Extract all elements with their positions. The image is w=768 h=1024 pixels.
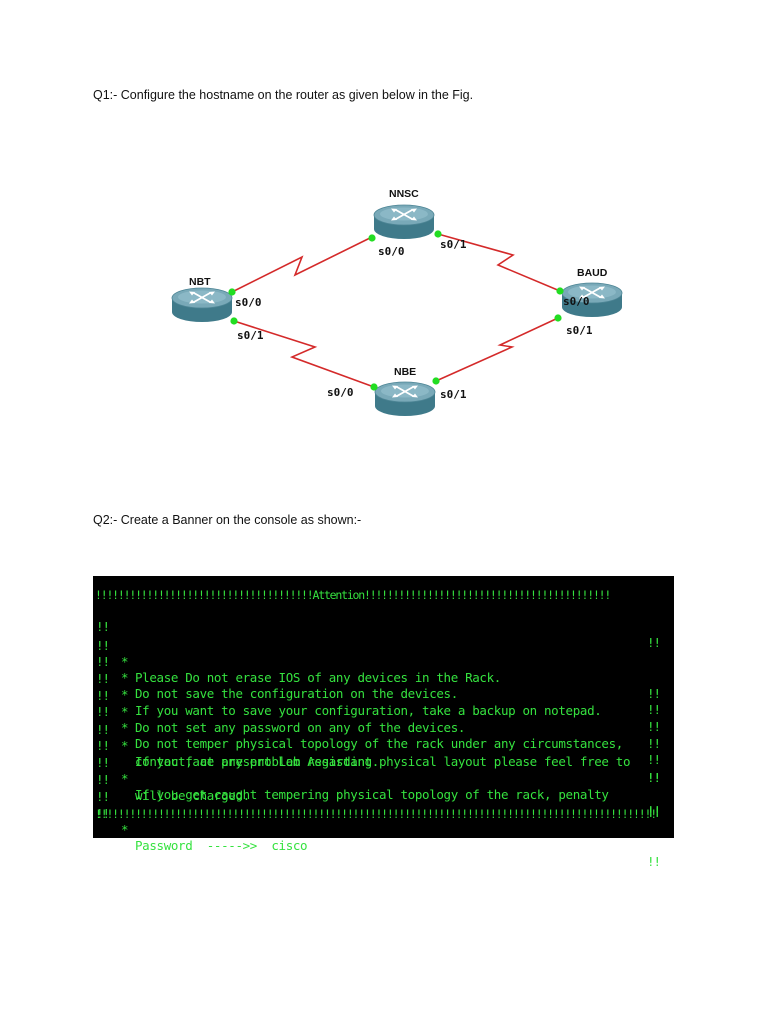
router-label-nbe: NBE: [394, 366, 416, 378]
port-dot-nnsc-s00: [368, 234, 376, 242]
router-nbe-icon[interactable]: [374, 381, 436, 417]
banner-side-left: !!: [96, 619, 110, 634]
port-label-nnsc-s01: s0/1: [440, 238, 467, 251]
banner-line-9: !! will be charged. !!: [93, 756, 674, 819]
banner-bullet: *: [121, 771, 129, 786]
port-label-baud-s01: s0/1: [566, 324, 593, 337]
port-dot-nbe-s01: [432, 377, 440, 385]
router-nnsc-icon[interactable]: [373, 204, 435, 240]
banner-side-left: !!: [96, 671, 110, 686]
banner-line-8: !! * If you get caught tempering physica…: [93, 739, 674, 818]
banner-line-text: Please Do not erase IOS of any devices i…: [135, 670, 501, 685]
banner-password-line: !! * Password ----->> cisco !!: [93, 790, 674, 869]
port-dot-nbt-s00: [228, 288, 236, 296]
port-dot-nbt-s01: [230, 317, 238, 325]
banner-side-right: !!: [646, 702, 661, 717]
banner-side-right: !!: [646, 805, 661, 820]
link-nnsc-baud: [437, 233, 561, 292]
port-label-nbt-s00: s0/0: [235, 296, 262, 309]
port-indicators: [228, 230, 564, 391]
banner-bottom-border: !!!!!!!!!!!!!!!!!!!!!!!!!!!!!!!!!!!!!!!!…: [95, 807, 657, 821]
banner-line-4: !! * Do not set any password on any of t…: [93, 672, 674, 751]
banner-line-text: If you get caught tempering physical top…: [135, 787, 609, 802]
banner-bullet: *: [121, 687, 129, 702]
console-banner: !!!!!!!!!!!!!!!!!!!!!!!!!!!!!!!!!!!!!!At…: [93, 576, 674, 869]
banner-side-left: !!: [96, 772, 110, 787]
port-label-nbt-s01: s0/1: [237, 329, 264, 342]
banner-line-text: If you face any problem regarding physic…: [135, 754, 631, 769]
port-dot-baud-s01: [554, 314, 562, 322]
banner-side-right: !!: [646, 635, 661, 650]
banner-side-right: !!: [646, 803, 661, 818]
port-label-nbe-s01: s0/1: [440, 388, 467, 401]
banner-line-text: Do not save the configuration on the dev…: [135, 686, 458, 701]
link-nbt-nbe: [233, 320, 375, 388]
banner-line-6: !! * If you face any problem regarding p…: [93, 706, 674, 785]
link-nbt-nnsc: [231, 236, 373, 293]
banner-line-7: !! contact, at present Lab Assistant. !!: [93, 722, 674, 785]
banner-bullet: *: [121, 670, 129, 685]
banner-line-text: Do not set any password on any of the de…: [135, 720, 466, 735]
banner-side-left: !!: [96, 688, 110, 703]
banner-blank-line: !! !!: [93, 773, 674, 820]
banner-side-right: !!: [646, 719, 661, 734]
banner-side-right: !!: [646, 770, 661, 785]
link-baud-nbe: [435, 317, 559, 382]
port-dot-nbe-s00: [370, 383, 378, 391]
banner-side-right: !!: [646, 770, 661, 785]
banner-line-5: !! * Do not temper physical topology of …: [93, 688, 674, 767]
serial-links: [231, 233, 561, 388]
port-dot-nnsc-s01: [434, 230, 442, 238]
banner-side-right: !!: [646, 854, 661, 869]
banner-side-left: !!: [96, 789, 110, 804]
banner-bullet: *: [121, 704, 129, 719]
banner-line-3: !! * If you want to save your configurat…: [93, 655, 674, 734]
banner-blank-line: !! !!: [93, 603, 674, 650]
port-label-nnsc-s00: s0/0: [378, 245, 405, 258]
question-2: Q2:- Create a Banner on the console as s…: [93, 513, 362, 527]
banner-side-left: !!: [96, 806, 110, 821]
question-1: Q1:- Configure the hostname on the route…: [93, 88, 474, 102]
port-label-nbe-s00: s0/0: [327, 386, 354, 399]
banner-side-right: !!: [646, 804, 661, 819]
router-nbt-icon[interactable]: [171, 287, 233, 323]
router-label-nbt: NBT: [189, 276, 211, 288]
banner-side-right: !!: [646, 752, 661, 767]
banner-line-text: contact, at present Lab Assistant.: [135, 754, 379, 769]
network-topology-diagram: NNSC NBT BAUD NBE s0/0 s0/1 s0/0 s0/1 s0…: [171, 188, 623, 417]
router-label-baud: BAUD: [577, 267, 608, 279]
banner-side-left: !!: [96, 654, 110, 669]
banner-line-text: Do not temper physical topology of the r…: [135, 736, 623, 751]
banner-side-left: !!: [96, 638, 110, 653]
banner-side-right: !!: [646, 736, 661, 751]
banner-side-right: !!: [646, 686, 661, 701]
banner-line-1: !! * Please Do not erase IOS of any devi…: [93, 622, 674, 701]
banner-bullet: *: [121, 822, 129, 837]
banner-top-border: !!!!!!!!!!!!!!!!!!!!!!!!!!!!!!!!!!!!!!At…: [95, 588, 611, 602]
banner-bullet: *: [121, 720, 129, 735]
banner-bullet: *: [121, 654, 129, 669]
banner-side-left: !!: [96, 704, 110, 719]
port-label-baud-s00: s0/0: [563, 295, 590, 308]
banner-line-text: will be charged.: [135, 788, 250, 803]
banner-side-left: !!: [96, 755, 110, 770]
router-label-nnsc: NNSC: [389, 188, 419, 200]
banner-password-text: Password ----->> cisco: [135, 838, 308, 853]
port-dot-baud-s00: [556, 287, 564, 295]
banner-line-text: If you want to save your configuration, …: [135, 703, 602, 718]
banner-side-left: !!: [96, 722, 110, 737]
banner-side-left: !!: [96, 738, 110, 753]
banner-line-2: !! * Do not save the configuration on th…: [93, 638, 674, 717]
banner-bullet: *: [121, 738, 129, 753]
